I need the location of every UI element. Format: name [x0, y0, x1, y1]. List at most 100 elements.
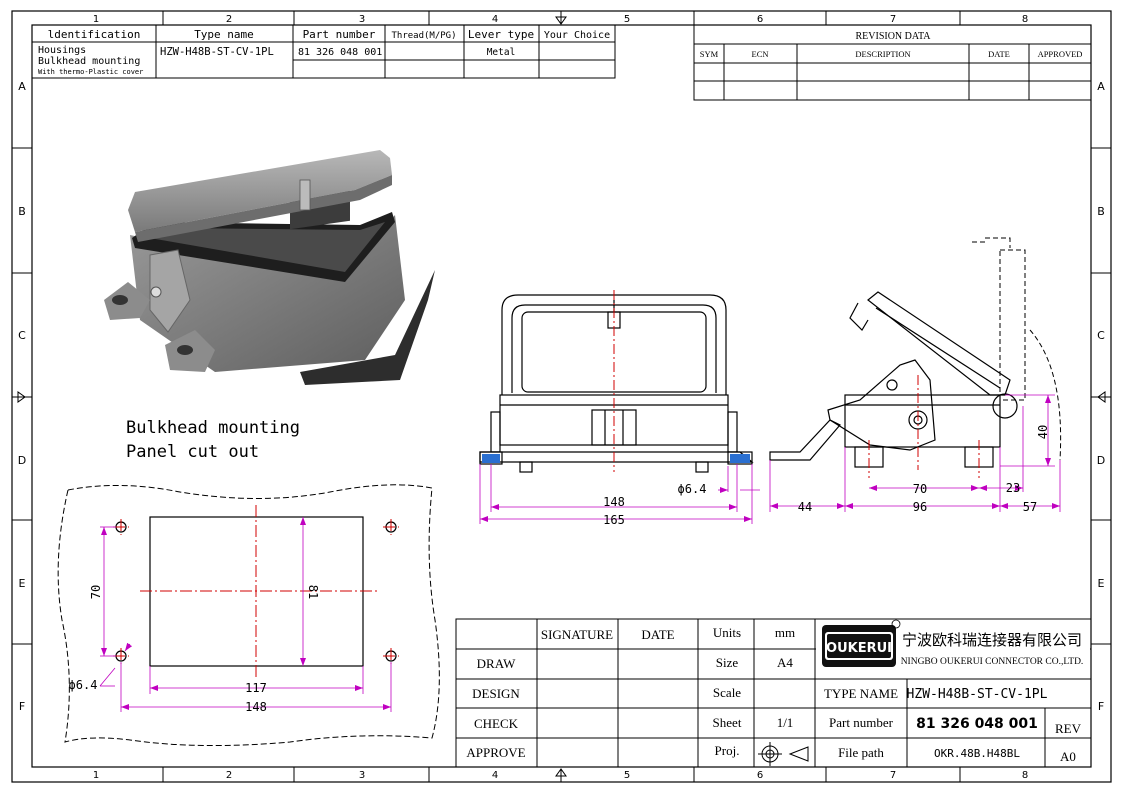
- front-view: [479, 294, 754, 473]
- note-panel-cut-out: Panel cut out: [126, 442, 259, 462]
- tb-row-design: DESIGN: [472, 686, 520, 701]
- dim-front-165: 165: [603, 513, 625, 527]
- svg-text:1: 1: [93, 14, 99, 25]
- tb-rev-label: REV: [1055, 721, 1082, 736]
- tb-sheet-value: 1/1: [777, 715, 794, 730]
- svg-text:5: 5: [624, 14, 630, 25]
- panel-centerlines: [113, 505, 399, 678]
- tb-date-header: DATE: [641, 627, 674, 642]
- dim-front-148: 148: [603, 495, 625, 509]
- company-name-en: NINGBO OUKERUI CONNECTOR CO.,LTD.: [901, 657, 1084, 667]
- company-name: 宁波欧科瑞连接器有限公司 NINGBO OUKERUI CONNECTOR CO…: [901, 631, 1084, 667]
- panel-dimension-labels: 70 81 117 148 ϕ6.4: [69, 585, 320, 714]
- dim-side-70: 70: [913, 482, 927, 496]
- revision-header-description: DESCRIPTION: [855, 49, 910, 59]
- svg-text:C: C: [1097, 329, 1105, 342]
- panel-dimensions: [99, 517, 392, 712]
- revision-table: REVISION DATA SYM ECN DESCRIPTION DATE A…: [693, 24, 1092, 101]
- tb-units-label: Units: [713, 625, 741, 640]
- svg-text:6: 6: [757, 14, 763, 25]
- svg-text:7: 7: [890, 770, 896, 781]
- svg-text:F: F: [19, 700, 25, 713]
- revision-title: REVISION DATA: [855, 31, 931, 42]
- side-view-centerlines: [868, 375, 980, 478]
- svg-text:2: 2: [226, 770, 232, 781]
- svg-text:2: 2: [226, 14, 232, 25]
- tb-part-number-label: Part number: [829, 715, 894, 730]
- projection-symbol-icon: [758, 742, 809, 766]
- side-view: [769, 291, 1018, 468]
- tb-type-name-label: TYPE NAME: [824, 686, 898, 701]
- svg-text:D: D: [1097, 454, 1105, 467]
- svg-text:4: 4: [492, 14, 498, 25]
- tb-row-approve: APPROVE: [466, 745, 525, 760]
- tb-file-path-label: File path: [838, 745, 884, 760]
- ident-line-2: Bulkhead mounting: [38, 56, 140, 67]
- svg-text:A: A: [18, 80, 26, 93]
- note-bulkhead-mounting: Bulkhead mounting: [126, 418, 300, 438]
- svg-text:B: B: [1097, 205, 1105, 218]
- dim-panel-117: 117: [245, 681, 267, 695]
- company-logo: OUKERUI: [822, 619, 901, 667]
- ident-header-identification: ldentification: [48, 28, 141, 41]
- tb-row-draw: DRAW: [477, 656, 516, 671]
- title-block: [455, 618, 1092, 768]
- side-view-dimension-labels: 44 96 57 70 23 40: [798, 425, 1050, 514]
- svg-text:4: 4: [492, 770, 498, 781]
- tb-size-label: Size: [716, 655, 739, 670]
- ident-header-thread: Thread(M/PG): [391, 31, 456, 41]
- tb-file-path-value: OKR.48B.H48BL: [934, 747, 1020, 760]
- ident-header-your-choice: Your Choice: [544, 30, 610, 41]
- revision-header-ecn: ECN: [752, 49, 769, 59]
- dim-side-40: 40: [1036, 425, 1050, 439]
- front-view-dimensions: [479, 464, 760, 524]
- ident-type-name: HZW-H48B-ST-CV-1PL: [160, 46, 274, 58]
- ident-line-3: With thermo-Plastic cover: [38, 68, 143, 76]
- dim-panel-81: 81: [306, 585, 320, 599]
- title-block-labels: SIGNATURE DATE DRAW DESIGN CHECK APPROVE…: [466, 625, 1081, 764]
- ident-line-1: Housings: [38, 45, 86, 56]
- dim-side-57: 57: [1023, 500, 1037, 514]
- row-letters-right: A B C D E F: [1097, 80, 1105, 713]
- tb-type-name-value: HZW-H48B-ST-CV-1PL: [907, 687, 1048, 702]
- svg-text:3: 3: [359, 14, 365, 25]
- svg-text:C: C: [18, 329, 26, 342]
- tb-scale-label: Scale: [713, 685, 741, 700]
- panel-cutout-note: Bulkhead mounting Panel cut out: [126, 418, 300, 462]
- front-view-dimension-labels: 148 165 ϕ6.4: [603, 482, 706, 527]
- row-letters-left: A B C D E F: [18, 80, 26, 713]
- ident-header-part-number: Part number: [303, 28, 376, 41]
- revision-header-date: DATE: [988, 49, 1010, 59]
- ident-part-number: 81 326 048 001: [298, 47, 382, 58]
- svg-text:A: A: [1097, 80, 1105, 93]
- side-view-dimensions: [769, 394, 1061, 512]
- tb-signature-header: SIGNATURE: [541, 627, 613, 642]
- dim-panel-hole: ϕ6.4: [69, 678, 98, 692]
- dim-side-44: 44: [798, 500, 812, 514]
- revision-header-sym: SYM: [700, 49, 719, 59]
- column-numbers-top: 1 2 3 4 5 6 7 8: [93, 14, 1028, 25]
- tb-size-value: A4: [777, 655, 793, 670]
- svg-text:8: 8: [1022, 770, 1028, 781]
- dim-front-hole: ϕ6.4: [678, 482, 707, 496]
- ident-lever-type: Metal: [487, 47, 516, 58]
- identification-table: ldentification Type name Part number Thr…: [31, 24, 616, 79]
- svg-text:E: E: [19, 577, 26, 590]
- ident-header-lever-type: Lever type: [468, 28, 534, 41]
- svg-text:6: 6: [757, 770, 763, 781]
- svg-text:8: 8: [1022, 14, 1028, 25]
- centering-marks: [12, 11, 1111, 782]
- svg-text:D: D: [18, 454, 26, 467]
- frame-ticks: [12, 11, 1111, 782]
- revision-header-approved: APPROVED: [1038, 49, 1083, 59]
- tb-row-check: CHECK: [474, 716, 519, 731]
- tb-sheet-label: Sheet: [713, 715, 742, 730]
- tb-units-value: mm: [775, 625, 795, 640]
- svg-text:E: E: [1098, 577, 1105, 590]
- dim-side-23: 23: [1006, 481, 1020, 495]
- housing-3d-render: [104, 150, 435, 385]
- tb-rev-value: A0: [1060, 749, 1076, 764]
- front-view-washers: [482, 454, 750, 463]
- svg-text:3: 3: [359, 770, 365, 781]
- ident-header-type-name: Type name: [194, 28, 254, 41]
